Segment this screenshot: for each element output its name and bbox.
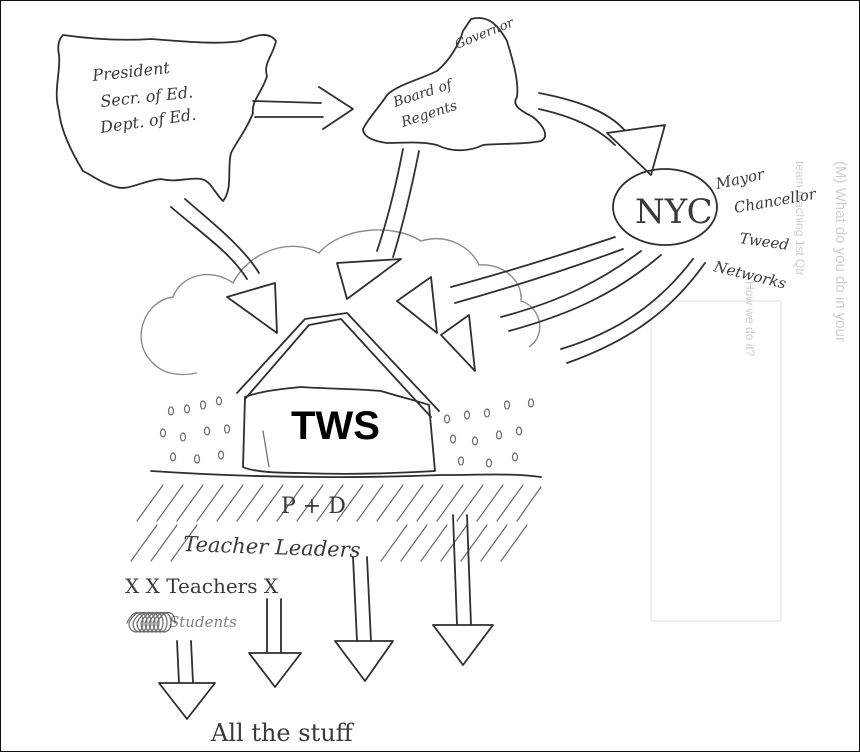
bleed-line-2: team teaching 1st Qtr bbox=[793, 161, 807, 276]
nyc-entity-tweed: Tweed bbox=[738, 229, 790, 254]
usa-label-president: President bbox=[90, 58, 171, 85]
nys-label-governor: Governor bbox=[453, 15, 517, 52]
nyc-label: NYC bbox=[635, 192, 713, 232]
storm-clouds bbox=[141, 230, 540, 375]
arrow-state-to-city bbox=[539, 93, 665, 175]
label-students: Students bbox=[169, 613, 237, 631]
arrow-federal-to-school bbox=[171, 199, 277, 333]
students-scribble: Students bbox=[127, 613, 237, 633]
label-pd: P + D bbox=[281, 494, 346, 519]
label-teachers: X X Teachers X bbox=[125, 574, 279, 598]
footer-caption: All the stuff bbox=[210, 719, 355, 747]
usa-labels: President Secr. of Ed. Dept. of Ed. bbox=[90, 58, 197, 137]
arrow-federal-to-state bbox=[253, 87, 353, 129]
nys-labels: Governor Board of Regents bbox=[390, 15, 516, 131]
label-teacher-leaders: Teacher Leaders bbox=[183, 532, 361, 562]
school-label: TWS bbox=[291, 404, 380, 448]
nyc-entity-mayor: Mayor bbox=[713, 165, 766, 193]
bleed-through-box bbox=[651, 301, 781, 621]
arrow-state-to-school bbox=[337, 149, 419, 299]
school-house bbox=[237, 313, 439, 474]
bleed-line-1: (M) What do you do in your bbox=[832, 161, 849, 342]
bleed-line-3: How we do it? bbox=[743, 281, 757, 357]
arrows-city-to-school bbox=[397, 237, 705, 371]
